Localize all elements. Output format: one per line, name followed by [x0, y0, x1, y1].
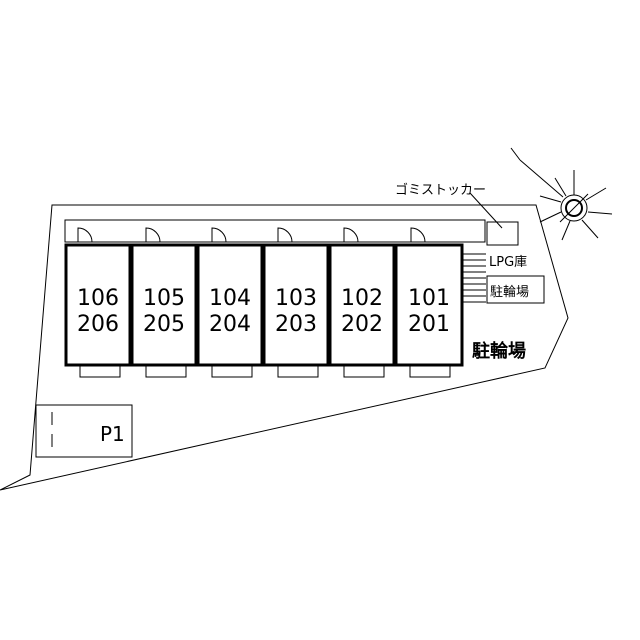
- unit-101-top: 101: [408, 286, 450, 311]
- unit-block-106: [64, 243, 132, 367]
- building: [64, 243, 464, 367]
- door-icon: [343, 227, 359, 243]
- bike-parking-large-label: 駐輪場: [472, 340, 526, 362]
- unit-103-top: 103: [275, 286, 317, 311]
- unit-103-bottom: 203: [275, 312, 317, 337]
- balconies: [79, 365, 451, 378]
- door-icon: [145, 227, 161, 243]
- unit-104-top: 104: [209, 286, 251, 311]
- balcony: [211, 365, 253, 378]
- garbage-stocker-box: [486, 221, 519, 246]
- parking-label: P1: [100, 422, 125, 446]
- unit-numbers: 106 206 105 205 104 204 103 203 102 202 …: [77, 286, 450, 337]
- unit-block-101: [394, 243, 464, 367]
- tree-icon: [510, 147, 613, 241]
- unit-block-103: [262, 243, 330, 367]
- walkway-frame: [64, 219, 486, 243]
- balcony: [79, 365, 121, 378]
- balcony: [277, 365, 319, 378]
- unit-105-top: 105: [143, 286, 185, 311]
- unit-102-top: 102: [341, 286, 383, 311]
- hatch-lines: [463, 253, 486, 303]
- unit-block-105: [130, 243, 198, 367]
- unit-block-102: [328, 243, 396, 367]
- balcony: [409, 365, 451, 378]
- unit-106-top: 106: [77, 286, 119, 311]
- door-icon: [77, 227, 93, 243]
- door-swings: [77, 227, 426, 243]
- lpg-storage-label: LPG庫: [489, 255, 527, 270]
- balcony: [343, 365, 385, 378]
- door-icon: [410, 227, 426, 243]
- garbage-leader-line: [469, 192, 503, 229]
- balcony: [145, 365, 187, 378]
- garbage-stocker-label: ゴミストッカー: [395, 182, 486, 198]
- parking-space: [35, 404, 133, 458]
- bike-parking-small-label: 駐輪場: [490, 284, 529, 300]
- door-icon: [211, 227, 227, 243]
- unit-106-bottom: 206: [77, 312, 119, 337]
- unit-105-bottom: 205: [143, 312, 185, 337]
- door-icon: [277, 227, 293, 243]
- bike-parking-small-box: [486, 275, 545, 304]
- site-boundary: [0, 204, 569, 491]
- unit-104-bottom: 204: [209, 312, 251, 337]
- unit-block-104: [196, 243, 264, 367]
- unit-101-bottom: 201: [408, 312, 450, 337]
- unit-102-bottom: 202: [341, 312, 383, 337]
